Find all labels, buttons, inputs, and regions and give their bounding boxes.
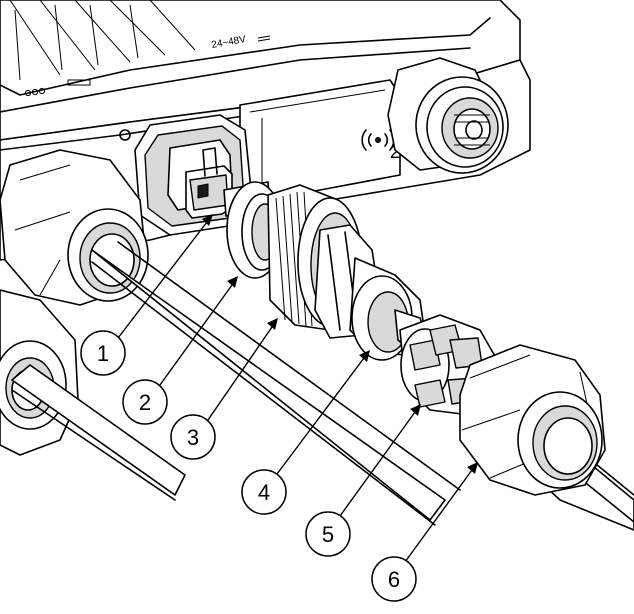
callout-4-number: 4 — [258, 480, 270, 505]
dc-symbol — [257, 35, 271, 42]
callout-2: 2 — [122, 379, 168, 425]
radio-port-symbol: 2 — [361, 129, 400, 162]
callout-3-number: 3 — [187, 425, 199, 450]
callout-6-number: 6 — [388, 567, 400, 592]
threaded-gland-body — [267, 184, 381, 339]
leader-line-1 — [117, 221, 208, 339]
callout-leaders — [117, 214, 478, 563]
callout-2-number: 2 — [139, 390, 151, 415]
leader-arrow-6 — [467, 462, 478, 474]
leader-arrow-4 — [359, 350, 370, 362]
callout-6: 6 — [371, 556, 417, 602]
callout-bubbles: 1 2 3 4 5 6 — [80, 330, 417, 602]
led-indicator-symbols — [24, 79, 91, 97]
leader-line-4 — [276, 357, 365, 475]
leader-line-2 — [159, 284, 233, 386]
callout-4: 4 — [241, 469, 287, 515]
leader-arrow-3 — [267, 318, 278, 330]
callout-3: 3 — [170, 414, 216, 460]
callout-5-number: 5 — [322, 522, 334, 547]
leader-arrow-5 — [410, 404, 421, 416]
leader-line-3 — [207, 326, 273, 421]
callout-1: 1 — [80, 330, 126, 376]
leader-line-5 — [339, 411, 416, 517]
leader-arrow-1 — [202, 214, 213, 226]
installed-cable-upper — [91, 241, 461, 526]
radio-port-number: 2 — [390, 142, 400, 162]
callout-5: 5 — [305, 511, 351, 557]
sealing-nut — [459, 344, 606, 496]
callout-1-number: 1 — [97, 341, 109, 366]
leader-arrow-2 — [227, 276, 238, 288]
leader-line-6 — [404, 469, 473, 563]
installed-cable-lower — [11, 364, 186, 501]
antenna-connector — [387, 57, 509, 174]
